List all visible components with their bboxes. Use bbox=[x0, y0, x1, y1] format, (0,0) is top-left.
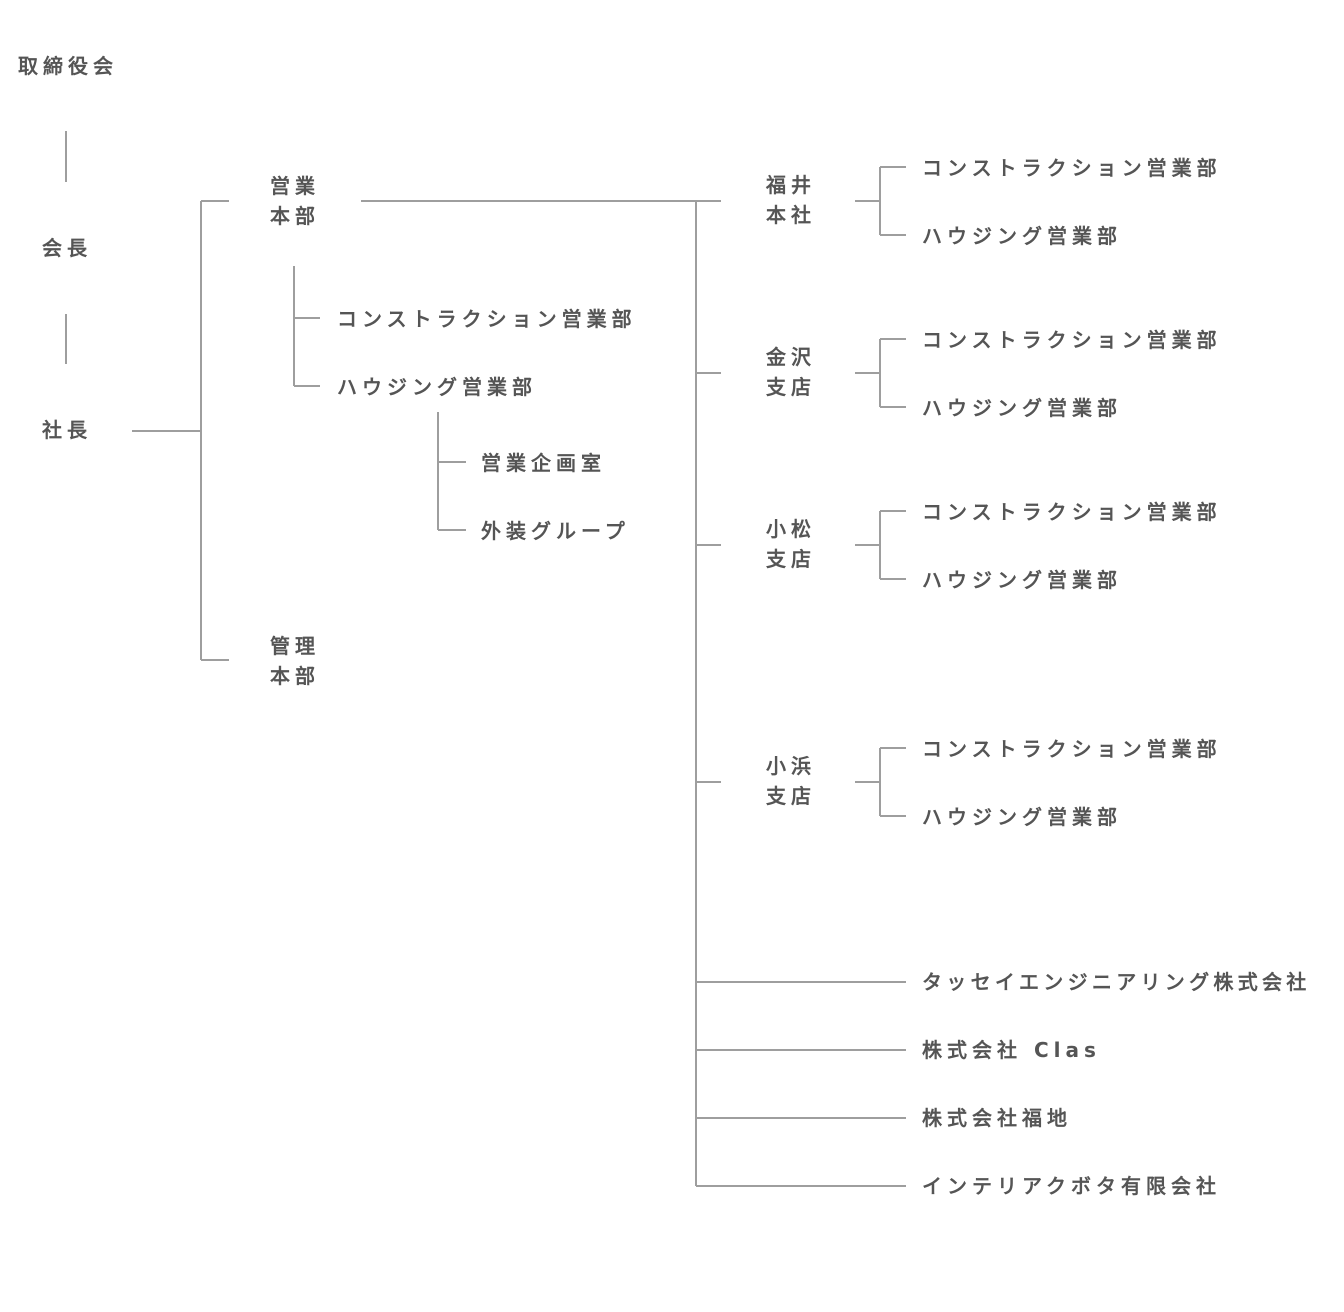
branch-obama: 小浜 支店 bbox=[766, 751, 838, 811]
branch-komatsu-line1: 小松 bbox=[766, 517, 816, 541]
branch-obama-line1: 小浜 bbox=[766, 754, 816, 778]
branch-komatsu-line2: 支店 bbox=[766, 547, 816, 571]
sales-planning-office: 営業企画室 bbox=[481, 451, 606, 475]
branch-fukui: 福井 本社 bbox=[766, 170, 838, 230]
admin-headquarters: 管理 本部 bbox=[270, 631, 342, 691]
kanazawa-housing-dept: ハウジング営業部 bbox=[922, 396, 1122, 420]
affiliate-fukuchi: 株式会社福地 bbox=[922, 1106, 1072, 1130]
branch-komatsu: 小松 支店 bbox=[766, 514, 838, 574]
kanazawa-construction-dept: コンストラクション営業部 bbox=[922, 328, 1222, 352]
branch-kanazawa-line2: 支店 bbox=[766, 375, 816, 399]
hq-construction-sales-dept: コンストラクション営業部 bbox=[337, 307, 637, 331]
sales-hq-line1: 営業 bbox=[270, 174, 320, 198]
sales-headquarters: 営業 本部 bbox=[270, 171, 342, 231]
branch-fukui-line1: 福井 bbox=[766, 173, 816, 197]
komatsu-housing-dept: ハウジング営業部 bbox=[922, 568, 1122, 592]
sales-hq-line2: 本部 bbox=[270, 204, 320, 228]
admin-hq-line2: 本部 bbox=[270, 664, 320, 688]
branch-kanazawa-line1: 金沢 bbox=[766, 345, 816, 369]
exterior-group: 外装グループ bbox=[481, 519, 630, 543]
fukui-housing-dept: ハウジング営業部 bbox=[922, 224, 1122, 248]
president: 社長 bbox=[42, 418, 92, 442]
branch-fukui-line2: 本社 bbox=[766, 203, 816, 227]
chairman: 会長 bbox=[42, 236, 92, 260]
branch-obama-line2: 支店 bbox=[766, 784, 816, 808]
admin-hq-line1: 管理 bbox=[270, 634, 320, 658]
komatsu-construction-dept: コンストラクション営業部 bbox=[922, 500, 1222, 524]
hq-housing-sales-dept: ハウジング営業部 bbox=[337, 375, 537, 399]
affiliate-interior-kubota: インテリアクボタ有限会社 bbox=[922, 1174, 1221, 1198]
affiliate-tassei-engineering: タッセイエンジニアリング株式会社 bbox=[922, 970, 1311, 994]
obama-housing-dept: ハウジング営業部 bbox=[922, 805, 1122, 829]
fukui-construction-dept: コンストラクション営業部 bbox=[922, 156, 1222, 180]
affiliate-clas: 株式会社 Clas bbox=[922, 1038, 1101, 1062]
obama-construction-dept: コンストラクション営業部 bbox=[922, 737, 1222, 761]
branch-kanazawa: 金沢 支店 bbox=[766, 342, 838, 402]
board-of-directors: 取締役会 bbox=[18, 54, 118, 78]
